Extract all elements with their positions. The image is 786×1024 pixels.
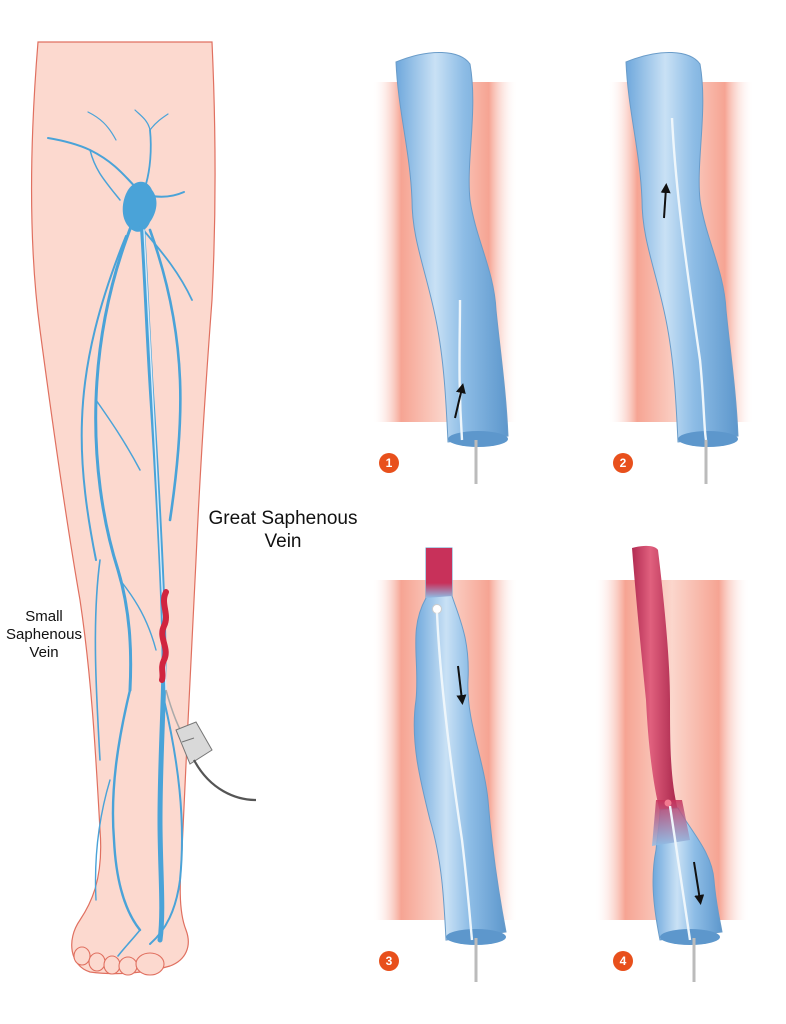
treated-vein-segment xyxy=(159,589,169,683)
direction-arrow-up xyxy=(660,183,671,219)
toes xyxy=(73,946,165,976)
leg-skin xyxy=(30,41,216,975)
panel-step-1 xyxy=(372,52,518,484)
step-badge-1: 1 xyxy=(379,453,399,473)
small-saphenous-label: Small Saphenous Vein xyxy=(6,608,82,661)
panel-step-3 xyxy=(372,547,518,982)
direction-arrow-down xyxy=(456,665,467,705)
step-badge-4: 4 xyxy=(613,951,633,971)
direction-arrow-up xyxy=(454,383,466,419)
panel-step-4 xyxy=(594,545,750,982)
catheter-device xyxy=(165,689,257,802)
step-badge-2: 2 xyxy=(613,453,633,473)
leg-illustration xyxy=(30,41,257,976)
step-badge-3: 3 xyxy=(379,951,399,971)
panel-step-2 xyxy=(608,52,754,484)
direction-arrow-down xyxy=(693,861,705,905)
treated-vein xyxy=(632,545,678,812)
great-saphenous-label: Great Saphenous Vein xyxy=(208,508,358,552)
